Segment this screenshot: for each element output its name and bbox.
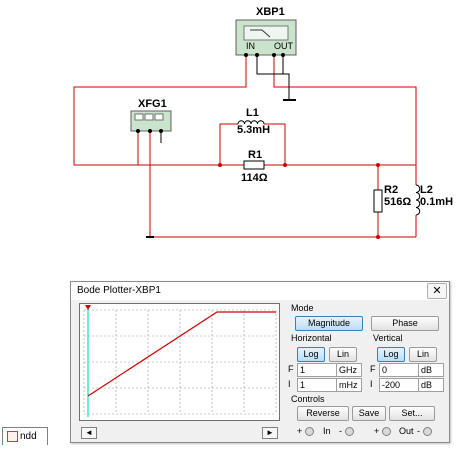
vertical-label: Vertical xyxy=(373,333,403,343)
xbp1-out-label: OUT xyxy=(274,41,294,51)
bode-plotter-window: Bode Plotter-XBP1 ✕ ◄ ► xyxy=(70,281,450,443)
in-minus-sign: - xyxy=(339,426,342,436)
mode-label: Mode xyxy=(291,303,314,313)
terminal-ring-icon xyxy=(304,427,314,437)
resistor-r2[interactable] xyxy=(373,189,383,213)
l2-name: L2 xyxy=(420,184,433,196)
inductor-l2[interactable] xyxy=(415,184,421,216)
l1-name: L1 xyxy=(246,107,259,119)
horizontal-initial-flag: I xyxy=(288,379,291,389)
magnitude-trace xyxy=(87,311,276,397)
terminal-ring-icon xyxy=(381,427,391,437)
horizontal-label: Horizontal xyxy=(291,333,332,343)
horizontal-log-button[interactable]: Log xyxy=(297,347,325,362)
horizontal-final-value[interactable]: 1 xyxy=(297,363,337,377)
r2-value: 516Ω xyxy=(384,196,411,208)
bode-plot-area[interactable] xyxy=(79,303,280,421)
in-terminal-label: In xyxy=(323,426,331,436)
horizontal-final-unit[interactable]: GHz xyxy=(336,363,362,377)
l2-value: 0.1mH xyxy=(420,196,453,208)
window-title: Bode Plotter-XBP1 xyxy=(77,285,161,296)
l1-value: 5.3mH xyxy=(237,124,270,136)
terminal-ring-icon xyxy=(422,427,432,437)
bode-plot-svg xyxy=(83,305,277,417)
horizontal-final-flag: F xyxy=(288,364,294,374)
reverse-button[interactable]: Reverse xyxy=(297,406,349,421)
vertical-lin-button[interactable]: Lin xyxy=(409,347,437,362)
out-terminal-label: Out xyxy=(399,426,414,436)
horizontal-lin-button[interactable]: Lin xyxy=(329,347,357,362)
close-button[interactable]: ✕ xyxy=(427,283,447,299)
vertical-final-unit[interactable]: dB xyxy=(418,363,444,377)
resistor-r1[interactable] xyxy=(243,160,265,170)
function-generator-instrument[interactable] xyxy=(130,110,172,133)
r2-name: R2 xyxy=(384,184,398,196)
xbp1-name: XBP1 xyxy=(256,6,285,18)
in-minus-terminal[interactable]: - xyxy=(339,426,354,437)
vertical-initial-unit[interactable]: dB xyxy=(418,378,444,392)
phase-button[interactable]: Phase xyxy=(371,316,439,331)
vertical-initial-flag: I xyxy=(370,379,373,389)
design-tab-label: ndd xyxy=(20,431,37,442)
cursor-marker[interactable] xyxy=(85,305,91,310)
plot-grid xyxy=(83,309,277,415)
scroll-right-button[interactable]: ► xyxy=(262,427,278,439)
controls-label: Controls xyxy=(291,394,325,404)
out-plus-terminal[interactable]: + xyxy=(374,426,391,437)
terminal-ring-icon xyxy=(344,427,354,437)
set-button[interactable]: Set... xyxy=(389,406,435,421)
horizontal-initial-unit[interactable]: mHz xyxy=(336,378,362,392)
in-plus-terminal[interactable]: + xyxy=(297,426,314,437)
vertical-log-button[interactable]: Log xyxy=(377,347,405,362)
title-bar[interactable]: Bode Plotter-XBP1 ✕ xyxy=(71,282,449,300)
xbp1-in-label: IN xyxy=(246,41,255,51)
junction-dots xyxy=(218,163,380,239)
out-minus-terminal[interactable]: - xyxy=(417,426,432,437)
in-plus-sign: + xyxy=(297,426,303,436)
schematic-file-icon xyxy=(7,431,18,442)
out-minus-sign: - xyxy=(417,426,420,436)
design-tab[interactable]: ndd xyxy=(2,427,48,445)
vertical-final-flag: F xyxy=(370,364,376,374)
out-plus-sign: + xyxy=(374,426,380,436)
magnitude-button[interactable]: Magnitude xyxy=(295,316,363,331)
r1-value: 114Ω xyxy=(241,172,268,184)
ground-wires xyxy=(146,56,296,238)
inductor-l1[interactable] xyxy=(237,120,265,125)
vertical-initial-value[interactable]: -200 xyxy=(379,378,419,392)
vertical-final-value[interactable]: 0 xyxy=(379,363,419,377)
horizontal-initial-value[interactable]: 1 xyxy=(297,378,337,392)
r1-name: R1 xyxy=(248,149,262,161)
circuit-wires xyxy=(73,56,417,238)
bode-plotter-instrument[interactable]: IN OUT xyxy=(235,19,297,57)
save-button[interactable]: Save xyxy=(352,406,386,421)
xfg1-name: XFG1 xyxy=(138,98,167,110)
scroll-left-button[interactable]: ◄ xyxy=(81,427,97,439)
